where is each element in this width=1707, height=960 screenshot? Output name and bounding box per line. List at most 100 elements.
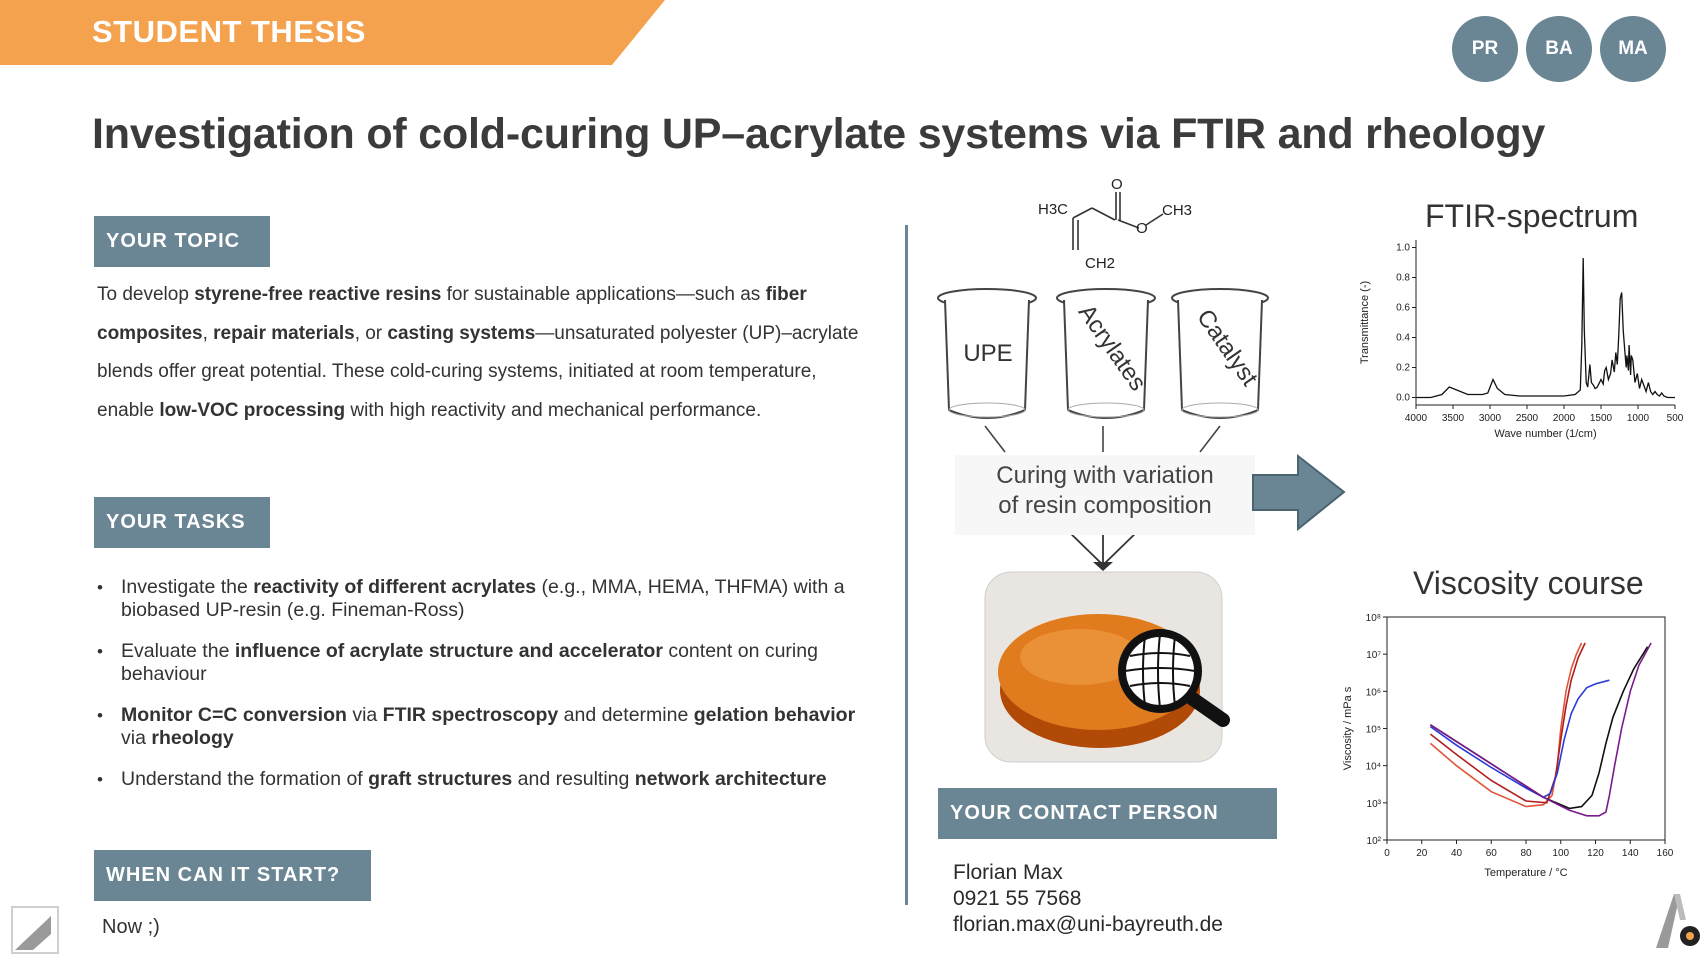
- task-segment: via: [121, 727, 152, 749]
- bullet-icon: •: [97, 706, 103, 725]
- ftir-y-tick-label: 0.2: [1396, 363, 1410, 374]
- molecule-label-o-carbonyl: O: [1111, 176, 1123, 193]
- molecule-label-ch2: CH2: [1085, 255, 1115, 272]
- process-diagram: H3C O O CH3 CH2 UPE Acrylates Catalyst: [937, 176, 1269, 763]
- task-segment: FTIR spectroscopy: [382, 704, 559, 726]
- ftir-x-tick-label: 3500: [1442, 413, 1465, 424]
- viscosity-series-line: [1429, 646, 1649, 810]
- task-segment: gelation behavior: [693, 704, 856, 726]
- viscosity-y-tick-label: 10⁸: [1366, 613, 1381, 624]
- ftir-y-tick-label: 0.4: [1396, 333, 1410, 344]
- task-segment: (e.g., MMA, HEMA, THFMA) with a biobased…: [121, 576, 845, 621]
- beaker-acrylates: [1056, 288, 1156, 419]
- start-heading: WHEN CAN IT START?: [94, 850, 371, 901]
- topic-segment: low-VOC processing: [159, 399, 346, 421]
- ftir-y-tick-label: 1.0: [1396, 243, 1410, 254]
- badge-pr: PR: [1452, 16, 1518, 82]
- ftir-x-tick-label: 1000: [1627, 413, 1650, 424]
- contact-name: Florian Max: [953, 861, 1063, 884]
- molecule-label-ch3: CH3: [1162, 202, 1192, 219]
- badge-ba: BA: [1526, 16, 1592, 82]
- task-segment: content on curing behaviour: [121, 640, 818, 685]
- ftir-x-tick-label: 2000: [1553, 413, 1576, 424]
- banner-shape: [0, 0, 665, 65]
- molecule-mma: [1072, 192, 1164, 250]
- topic-segment: ,: [202, 322, 214, 344]
- task-item: • Monitor C=C conversion via FTIR spectro…: [94, 704, 874, 750]
- task-segment: network architecture: [634, 768, 827, 790]
- topic-segment: casting systems: [387, 322, 536, 344]
- ftir-x-tick-label: 2500: [1516, 413, 1539, 424]
- curing-text-line-1: Curing with variation: [996, 462, 1214, 489]
- viscosity-y-tick-label: 10⁴: [1366, 762, 1381, 773]
- arrow-right-icon: [1252, 453, 1346, 532]
- task-segment: influence of acrylate structure and acce…: [234, 640, 663, 662]
- topic-heading: YOUR TOPIC: [94, 216, 270, 267]
- curing-text-box: Curing with variation of resin compositi…: [955, 455, 1255, 535]
- viscosity-x-tick-label: 80: [1520, 848, 1532, 859]
- viscosity-series-line: [1429, 679, 1610, 799]
- contact-email[interactable]: florian.max@uni-bayreuth.de: [953, 913, 1223, 936]
- task-segment: and determine: [558, 704, 694, 726]
- bullet-icon: •: [97, 642, 103, 661]
- column-divider: [905, 225, 908, 905]
- topic-segment: with high reactivity and mechanical perf…: [345, 399, 762, 421]
- task-segment: via: [346, 704, 383, 726]
- task-segment: reactivity of different acrylates: [253, 576, 537, 598]
- task-segment: Understand the formation of: [121, 768, 369, 790]
- beaker-upe: [937, 288, 1037, 419]
- viscosity-x-tick-label: 120: [1587, 848, 1604, 859]
- topic-segment: fiber composites: [97, 284, 807, 344]
- beaker-catalyst: [1171, 288, 1269, 419]
- topic-segment: repair materials: [213, 322, 355, 344]
- tasks-list: • Investigate the reactivity of different…: [94, 576, 874, 809]
- molecule-label-o-ester: O: [1136, 220, 1148, 237]
- task-segment: and resulting: [512, 768, 635, 790]
- viscosity-y-tick-label: 10⁶: [1366, 687, 1381, 698]
- cured-resin-image: [984, 571, 1230, 763]
- banner-label: STUDENT THESIS: [92, 14, 366, 49]
- task-segment: Monitor C=C conversion: [121, 704, 347, 726]
- viscosity-x-tick-label: 0: [1384, 848, 1390, 859]
- page-title: Investigation of cold-curing UP–acrylate…: [92, 110, 1546, 158]
- bullet-icon: •: [97, 770, 103, 789]
- ftir-x-tick-label: 1500: [1590, 413, 1613, 424]
- task-item: • Understand the formation of graft struc…: [94, 768, 874, 791]
- viscosity-series-line: [1429, 642, 1583, 808]
- viscosity-x-tick-label: 160: [1657, 848, 1674, 859]
- university-logo: [1656, 894, 1700, 948]
- viscosity-y-tick-label: 10⁷: [1366, 650, 1381, 661]
- viscosity-y-tick-label: 10³: [1367, 799, 1382, 810]
- tasks-heading: YOUR TASKS: [94, 497, 270, 548]
- topic-segment: To develop: [97, 284, 195, 305]
- ftir-y-tick-label: 0.6: [1396, 303, 1410, 314]
- viscosity-x-tick-label: 140: [1622, 848, 1639, 859]
- beaker-connectors: [984, 425, 1221, 453]
- beaker-label-upe: UPE: [963, 340, 1012, 367]
- contact-phone: 0921 55 7568: [953, 887, 1082, 910]
- viscosity-series-line: [1429, 642, 1652, 817]
- curing-text-line-2: of resin composition: [998, 492, 1212, 519]
- ftir-y-tick-label: 0.0: [1396, 393, 1410, 404]
- task-segment: Investigate the: [121, 576, 254, 598]
- arrow-head-down: [1093, 562, 1113, 571]
- viscosity-x-tick-label: 40: [1451, 848, 1463, 859]
- start-text: Now ;): [102, 916, 160, 938]
- viscosity-x-tick-label: 100: [1552, 848, 1569, 859]
- viscosity-x-tick-label: 20: [1416, 848, 1428, 859]
- badge-ma: MA: [1600, 16, 1666, 82]
- logo-mark-left: [11, 906, 59, 954]
- ftir-y-tick-label: 0.8: [1396, 273, 1410, 284]
- contact-heading: YOUR CONTACT PERSON: [938, 788, 1277, 839]
- task-segment: graft structures: [368, 768, 513, 790]
- viscosity-y-axis-label: Viscosity / mPa s: [1342, 686, 1354, 770]
- ftir-x-tick-label: 500: [1667, 413, 1684, 424]
- viscosity-x-tick-label: 60: [1486, 848, 1498, 859]
- ftir-x-tick-label: 4000: [1405, 413, 1428, 424]
- student-thesis-banner: STUDENT THESIS: [0, 0, 665, 65]
- topic-segment: , or: [354, 322, 388, 344]
- ftir-x-tick-label: 3000: [1479, 413, 1502, 424]
- viscosity-y-tick-label: 10⁵: [1366, 725, 1381, 736]
- task-item: •Evaluate the influence of acrylate stru…: [94, 640, 874, 686]
